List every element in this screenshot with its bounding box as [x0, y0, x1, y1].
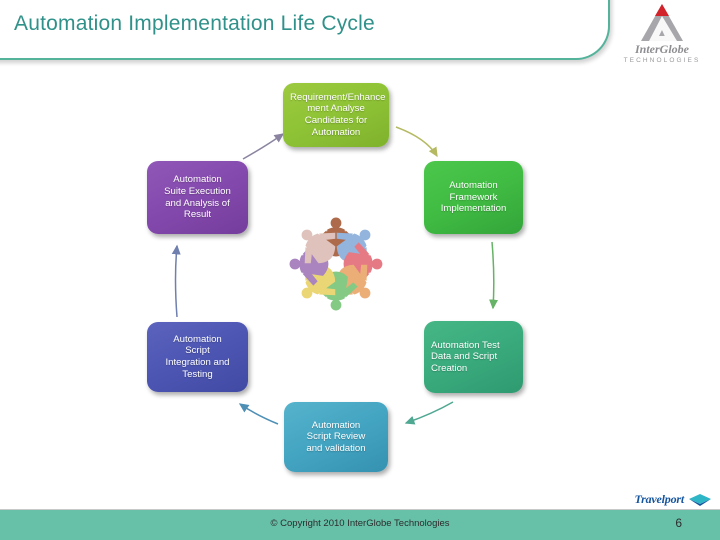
arrow-test-data-to-script-review	[404, 401, 454, 425]
teamwork-circle-icon	[289, 217, 383, 311]
arrow-framework-to-test-data	[489, 241, 499, 310]
page-number: 6	[675, 516, 682, 530]
footer-divider	[0, 509, 720, 510]
footer-copyright: © Copyright 2010 InterGlobe Technologies	[270, 518, 450, 529]
interglobe-logo-subtitle: TECHNOLOGIES	[623, 57, 701, 64]
footer-bar: © Copyright 2010 InterGlobe Technologies…	[0, 510, 720, 540]
interglobe-logo: InterGlobe TECHNOLOGIES	[614, 2, 710, 70]
arrow-script-review-to-integration	[238, 403, 279, 425]
interglobe-logo-name: InterGlobe	[635, 42, 689, 56]
arrow-integration-to-suite-execution	[171, 244, 181, 318]
travelport-swoosh-icon	[689, 493, 711, 506]
interglobe-triangle-icon	[641, 4, 683, 41]
arrow-requirement-to-framework	[395, 126, 438, 158]
page-title: Automation Implementation Life Cycle	[14, 12, 375, 35]
travelport-logo-name: Travelport	[634, 492, 684, 506]
arrow-suite-execution-to-requirement	[242, 133, 285, 160]
cycle-arrows	[171, 126, 499, 425]
travelport-logo: Travelport	[634, 492, 712, 507]
header-band	[0, 0, 610, 60]
